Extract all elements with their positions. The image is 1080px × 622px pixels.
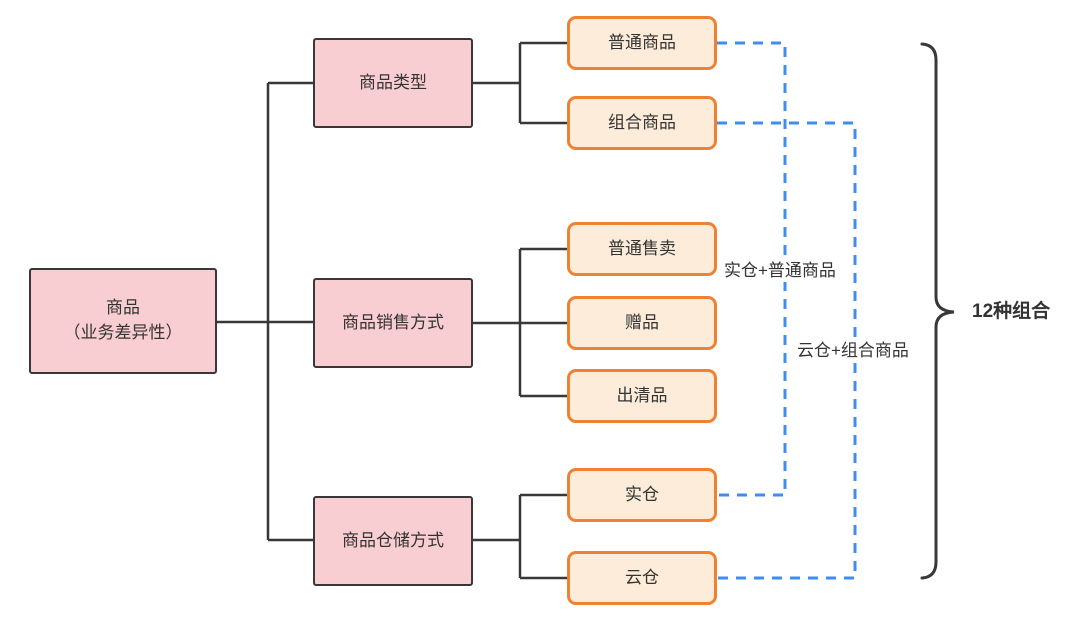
- node-category-storage-method: 商品仓储方式: [313, 496, 473, 586]
- node-root-label-line1: 商品: [106, 298, 140, 318]
- combo-links: [717, 41, 857, 580]
- summary-label: 12种组合: [972, 301, 1051, 322]
- node-category-product-type: 商品类型: [313, 38, 473, 128]
- node-leaf-ordinary-product: 普通商品: [567, 16, 717, 70]
- tree-connectors: [217, 41, 567, 580]
- node-root-label-line2: （业务差异性）: [63, 323, 183, 342]
- node-leaf-cloud-warehouse: 云仓: [567, 551, 717, 605]
- combo-label-physical-ordinary: 实仓+普通商品: [722, 260, 838, 282]
- curly-brace: [920, 42, 955, 580]
- node-leaf-clearance: 出清品: [567, 369, 717, 423]
- node-leaf-combo-product: 组合商品: [567, 96, 717, 150]
- node-category-sales-method: 商品销售方式: [313, 278, 473, 368]
- node-leaf-physical-warehouse: 实仓: [567, 468, 717, 522]
- node-leaf-ordinary-sale: 普通售卖: [567, 222, 717, 276]
- node-root: 商品 （业务差异性）: [29, 268, 217, 374]
- node-leaf-gift: 赠品: [567, 296, 717, 350]
- combo-label-cloud-combo: 云仓+组合商品: [795, 340, 911, 362]
